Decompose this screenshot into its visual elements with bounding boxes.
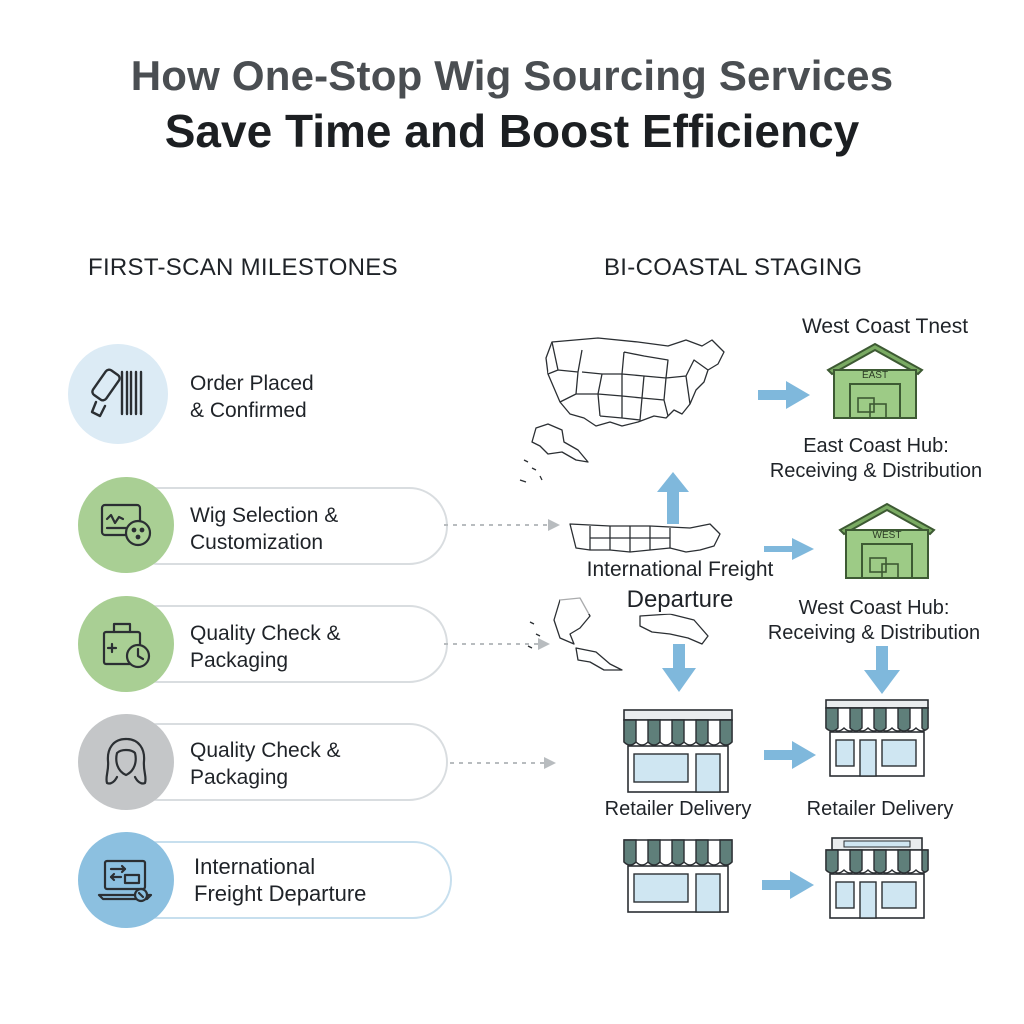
milestone-3-label: Quality Check & Packaging (190, 620, 341, 674)
title-line-2: Save Time and Boost Efficiency (164, 105, 860, 157)
customization-card-icon (100, 503, 152, 547)
milestone-3-line-2: Packaging (190, 649, 289, 672)
west-hub-label: West Coast Hub: Receiving & Distribution (754, 596, 994, 646)
barcode-scanner-icon (90, 368, 143, 418)
arrow-down-2-head (864, 670, 900, 694)
storefront-icon-1 (623, 709, 733, 793)
milestone-1-label: Order Placed & Confirmed (190, 370, 314, 424)
milestone-3-line-1: Quality Check & (190, 622, 341, 645)
arrow-right-4-head (790, 871, 814, 899)
freight-label-line-1: International Freight (586, 558, 774, 581)
milestone-2-line-2: Customization (190, 531, 324, 554)
freight-label-line-2: Departure (626, 586, 734, 613)
milestone-2-icon-circle (78, 477, 174, 573)
west-top-label: West Coast Tnest (801, 315, 969, 338)
milestone-4-label: Quality Check & Packaging (190, 737, 341, 791)
warehouse-west-sign: WEST (873, 530, 902, 541)
milestone-5-line-2: Freight Departure (194, 881, 367, 906)
warehouse-west-icon: WEST (838, 502, 936, 579)
arrow-down-2-shaft (876, 646, 888, 672)
warehouse-east-icon: EAST (826, 342, 924, 419)
milestone-2-label: Wig Selection & Customization (190, 502, 338, 556)
milestone-3-icon-circle (78, 596, 174, 692)
milestone-2-line-1: Wig Selection & (190, 504, 339, 527)
retailer-delivery-left: Retailer Delivery (604, 798, 752, 820)
arrow-down-1-head (662, 668, 696, 692)
us-map-large (519, 337, 725, 483)
arrow-right-2-shaft (764, 546, 794, 552)
milestone-5-pill (120, 841, 452, 919)
us-map-small (527, 523, 721, 671)
wig-hair-icon (105, 737, 147, 785)
warehouse-east-sign: EAST (862, 370, 888, 381)
arrow-down-1-shaft (673, 644, 685, 670)
east-hub-label: East Coast Hub: Receiving & Distribution (756, 434, 996, 484)
east-hub-line-1: East Coast Hub: (803, 435, 949, 457)
milestone-4-pill (120, 723, 448, 801)
arrow-right-3-head (792, 741, 816, 769)
title-line-1: How One-Stop Wig Sourcing Services (130, 52, 894, 99)
arrow-right-4-shaft (762, 880, 792, 890)
storefront-icon-2 (825, 699, 929, 777)
milestone-5-label: International Freight Departure (194, 853, 366, 907)
left-section-heading: FIRST-SCAN MILESTONES (88, 254, 398, 281)
arrow-right-2-head (792, 538, 814, 560)
storefront-icon-3 (623, 839, 733, 913)
milestone-5-icon-circle (78, 832, 174, 928)
milestone-4-icon-circle (78, 714, 174, 810)
milestone-1-icon-circle (68, 344, 168, 444)
arrow-right-1-shaft (758, 390, 788, 400)
milestone-1-line-2: & Confirmed (190, 399, 307, 422)
storefront-icon-4 (825, 837, 929, 919)
arrow-up-shaft (667, 490, 679, 524)
milestone-3-pill (120, 605, 448, 683)
milestone-4-line-1: Quality Check & (190, 739, 341, 762)
west-hub-line-2: Receiving & Distribution (767, 622, 981, 644)
east-hub-line-2: Receiving & Distribution (769, 460, 983, 482)
milestone-1-line-1: Order Placed (190, 372, 314, 395)
freight-label: International Freight Departure (560, 558, 800, 614)
milestone-5-line-1: International (194, 854, 316, 879)
retailer-delivery-right: Retailer Delivery (806, 798, 954, 820)
right-section-heading: BI-COASTAL STAGING (604, 254, 863, 281)
milestone-4-line-2: Packaging (190, 766, 289, 789)
package-clock-icon (102, 622, 151, 669)
arrow-right-3-shaft (764, 750, 794, 760)
milestone-2-pill (120, 487, 448, 565)
laptop-tracking-icon (97, 859, 153, 903)
arrow-right-1-head (786, 381, 810, 409)
arrow-up-head (657, 472, 689, 492)
dotted-connectors (444, 519, 560, 769)
west-hub-line-1: West Coast Hub: (798, 597, 950, 619)
